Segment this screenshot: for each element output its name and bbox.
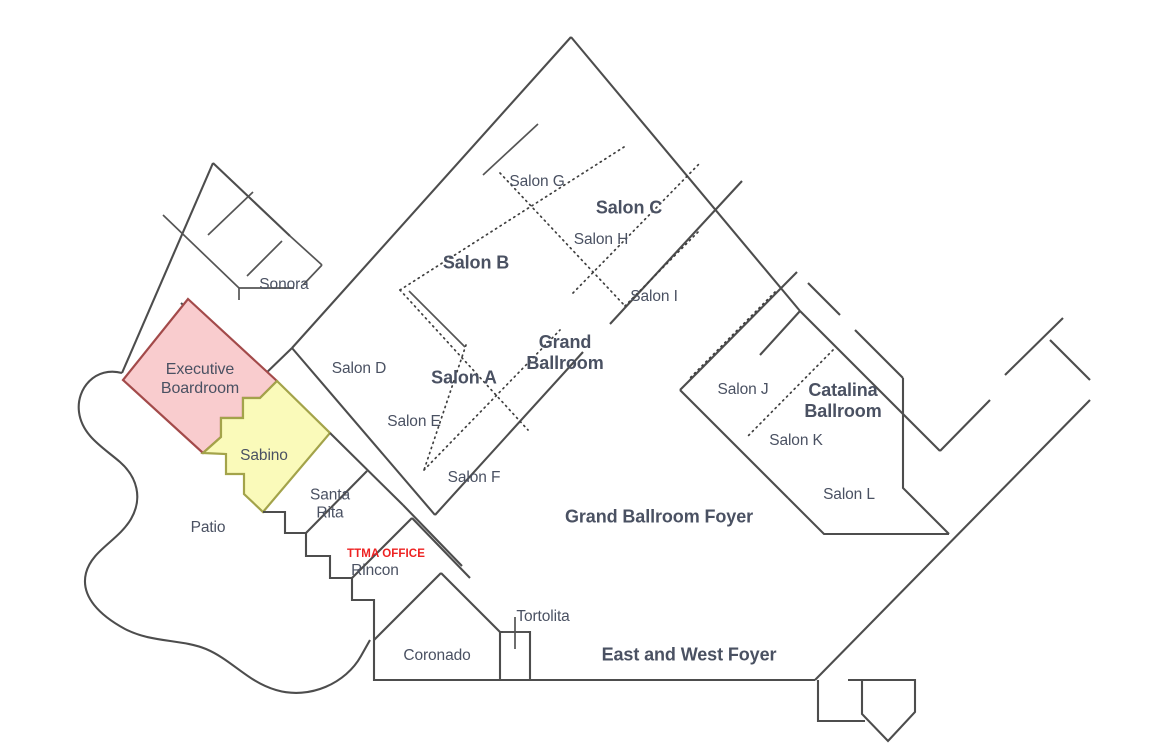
catalina-ne-wall-lower	[854, 329, 904, 379]
salon-divider-j-k	[689, 291, 776, 379]
grand-ballroom-se-wall-upper	[759, 310, 801, 356]
catalina-nw-wall	[699, 271, 798, 371]
northwest-outer-wall	[121, 162, 214, 374]
salon-divider-b-gh	[399, 146, 625, 291]
sabino-shape[interactable]	[200, 379, 332, 514]
east-outer-wall-upper	[799, 310, 941, 452]
patio-curved-boundary	[77, 370, 371, 694]
salon-divider-k-l	[747, 349, 834, 437]
east-outer-wall-lower	[939, 399, 991, 452]
santa-rita-west-wall	[263, 510, 376, 640]
north-outer-wall-top-left	[212, 162, 291, 237]
catalina-south-wall	[787, 497, 949, 536]
catalina-se-wall	[901, 378, 950, 535]
grand-ballroom-se-diag	[609, 180, 743, 325]
topleft-room-divider-3	[246, 240, 283, 277]
coronado-north-wall	[373, 572, 442, 641]
east-corner-notch	[1049, 339, 1091, 381]
topleft-room-divider-1	[162, 214, 240, 289]
grand-ballroom-nw-wall	[291, 36, 572, 349]
catalina-west-corner	[679, 369, 701, 391]
topleft-room-divider-2	[207, 191, 254, 236]
santa-rita-rincon-divider	[305, 470, 368, 534]
rincon-east-wall	[402, 504, 463, 567]
coronado-south-wall	[372, 640, 500, 682]
ballroom-inner-wall-1	[482, 123, 539, 176]
sonora-north-wall	[289, 235, 323, 266]
entry-box-right	[860, 678, 917, 743]
coronado-east-wall	[440, 572, 501, 633]
east-diagonal-long	[814, 399, 1091, 681]
entry-box-left	[816, 680, 865, 723]
grand-ballroom-sw-wall	[291, 347, 436, 516]
santa-rita-north-wall	[329, 432, 404, 506]
grand-ballroom-south-wall	[434, 351, 584, 516]
rincon-southeast-wall	[411, 517, 471, 579]
salon-divider-d-a	[399, 289, 529, 431]
ballroom-inner-wall-2	[408, 290, 466, 348]
east-outer-wall-stub	[1004, 317, 1064, 376]
salon-divider-c-i	[624, 229, 701, 307]
catalina-sw-wall	[679, 389, 789, 499]
rincon-south-divider	[351, 517, 413, 579]
salon-divider-e-f	[423, 344, 467, 471]
salon-divider-a-ef	[423, 329, 561, 471]
catalina-ne-wall-upper	[807, 282, 841, 316]
grand-ballroom-ne-wall	[570, 36, 801, 312]
sonora-east-wall	[302, 264, 323, 286]
salon-divider-h-i	[572, 163, 700, 294]
salon-divider-g-c	[499, 172, 626, 307]
